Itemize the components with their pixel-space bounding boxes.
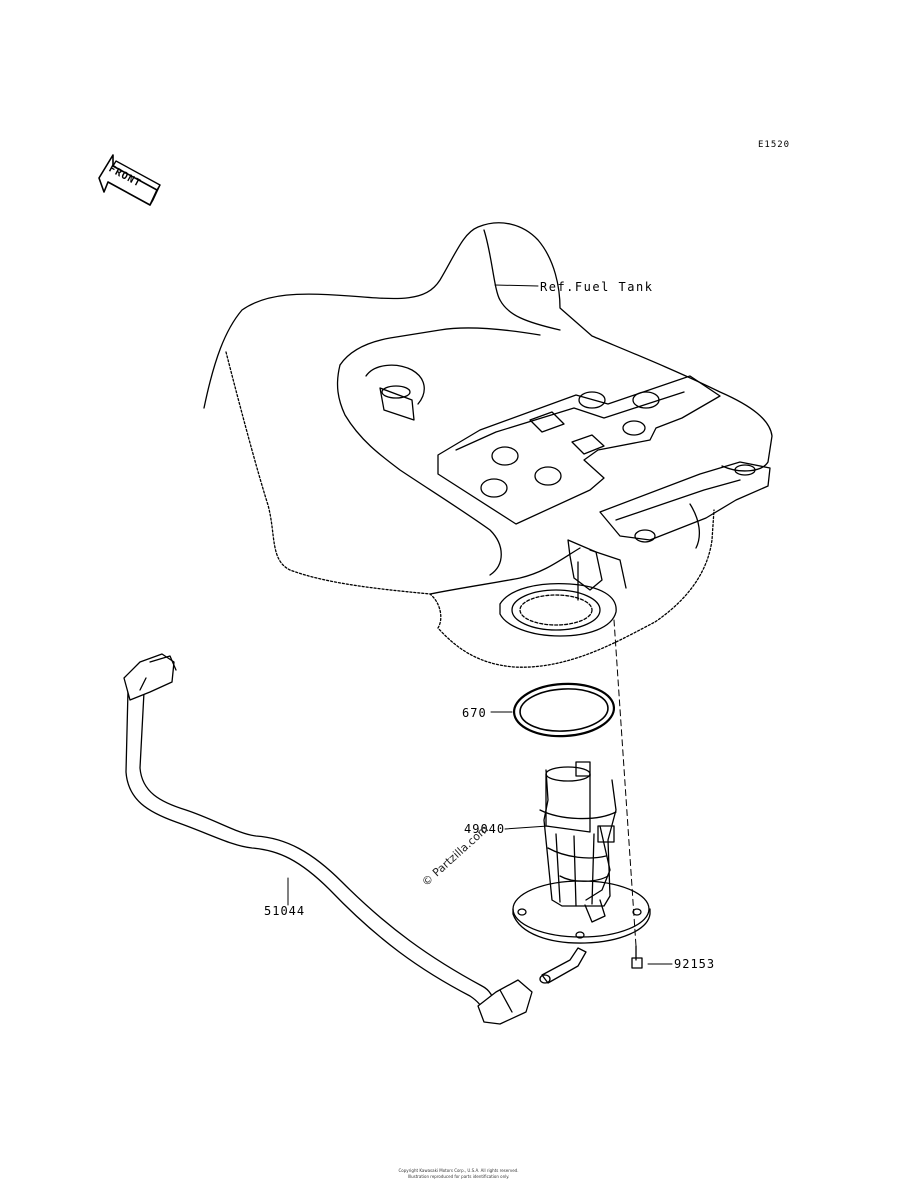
fuel-hose-51044 [123, 653, 533, 1025]
footer-line-2: Illustration reproduced for parts identi… [407, 1174, 510, 1179]
part-number-49040: 49040 [464, 822, 506, 836]
front-arrow-icon [98, 154, 161, 206]
fuel-tank-outline [203, 222, 773, 668]
copyright-footer: Copyright Kawasaki Motors Corp., U.S.A. … [0, 1168, 917, 1180]
footer-line-1: Copyright Kawasaki Motors Corp., U.S.A. … [398, 1168, 519, 1173]
diagram-code: E1520 [758, 140, 791, 150]
fuel-pump-49040 [504, 761, 651, 984]
o-ring-670 [490, 682, 616, 738]
part-number-92153: 92153 [674, 957, 716, 971]
part-number-670: 670 [462, 706, 487, 720]
bolt-92153 [631, 945, 673, 969]
reference-label-fuel-tank: Ref.Fuel Tank [540, 280, 654, 294]
assembly-alignment-line [613, 619, 637, 947]
part-number-51044: 51044 [264, 904, 306, 918]
